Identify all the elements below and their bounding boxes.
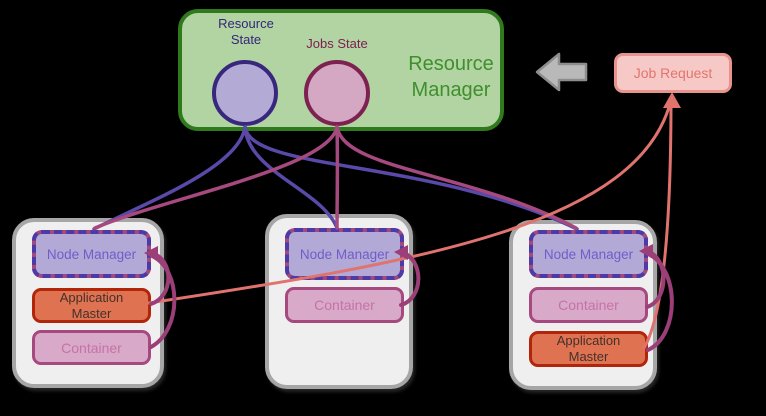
jobs-state-circle <box>304 60 370 126</box>
application-master-box: Application Master <box>529 331 648 367</box>
node-box-1: Node Manager Application Master Containe… <box>12 218 164 388</box>
container-box: Container <box>285 287 404 323</box>
node-manager-box: Node Manager <box>285 228 404 280</box>
node-manager-label: Node Manager <box>299 246 390 262</box>
resource-state-link-node2 <box>243 125 339 230</box>
job-request-arrowhead-icon <box>663 92 681 108</box>
application-master-label: Application Master <box>59 289 124 321</box>
jobs-state-label: Jobs State <box>306 36 368 51</box>
container-label: Container <box>558 297 619 313</box>
resource-state-link-node1 <box>92 125 247 231</box>
request-flow-arrow-icon <box>535 52 588 92</box>
node-box-3: Node Manager Container Application Maste… <box>509 220 657 390</box>
jobs-state-links <box>93 125 578 230</box>
node-manager-label: Node Manager <box>46 246 137 262</box>
application-master-box: Application Master <box>32 288 151 323</box>
resource-manager-title: Resource Manager <box>408 53 494 101</box>
node-box-2: Node Manager Container <box>265 214 413 389</box>
job-request-label: Job Request <box>633 65 713 81</box>
container-label: Container <box>314 297 375 313</box>
resource-state-label: Resource State <box>218 16 274 48</box>
node-manager-box: Node Manager <box>529 230 648 278</box>
job-request-box: Job Request <box>614 53 732 93</box>
node-manager-box: Node Manager <box>32 230 151 278</box>
jobs-state-link-node1 <box>93 125 339 230</box>
jobs-state-link-node3 <box>335 125 578 230</box>
resource-state-circle <box>212 60 278 126</box>
container-label: Container <box>61 339 122 356</box>
application-master-label: Application Master <box>556 333 621 364</box>
container-box: Container <box>32 330 151 365</box>
container-box: Container <box>529 287 648 323</box>
node-manager-label: Node Manager <box>543 246 634 262</box>
